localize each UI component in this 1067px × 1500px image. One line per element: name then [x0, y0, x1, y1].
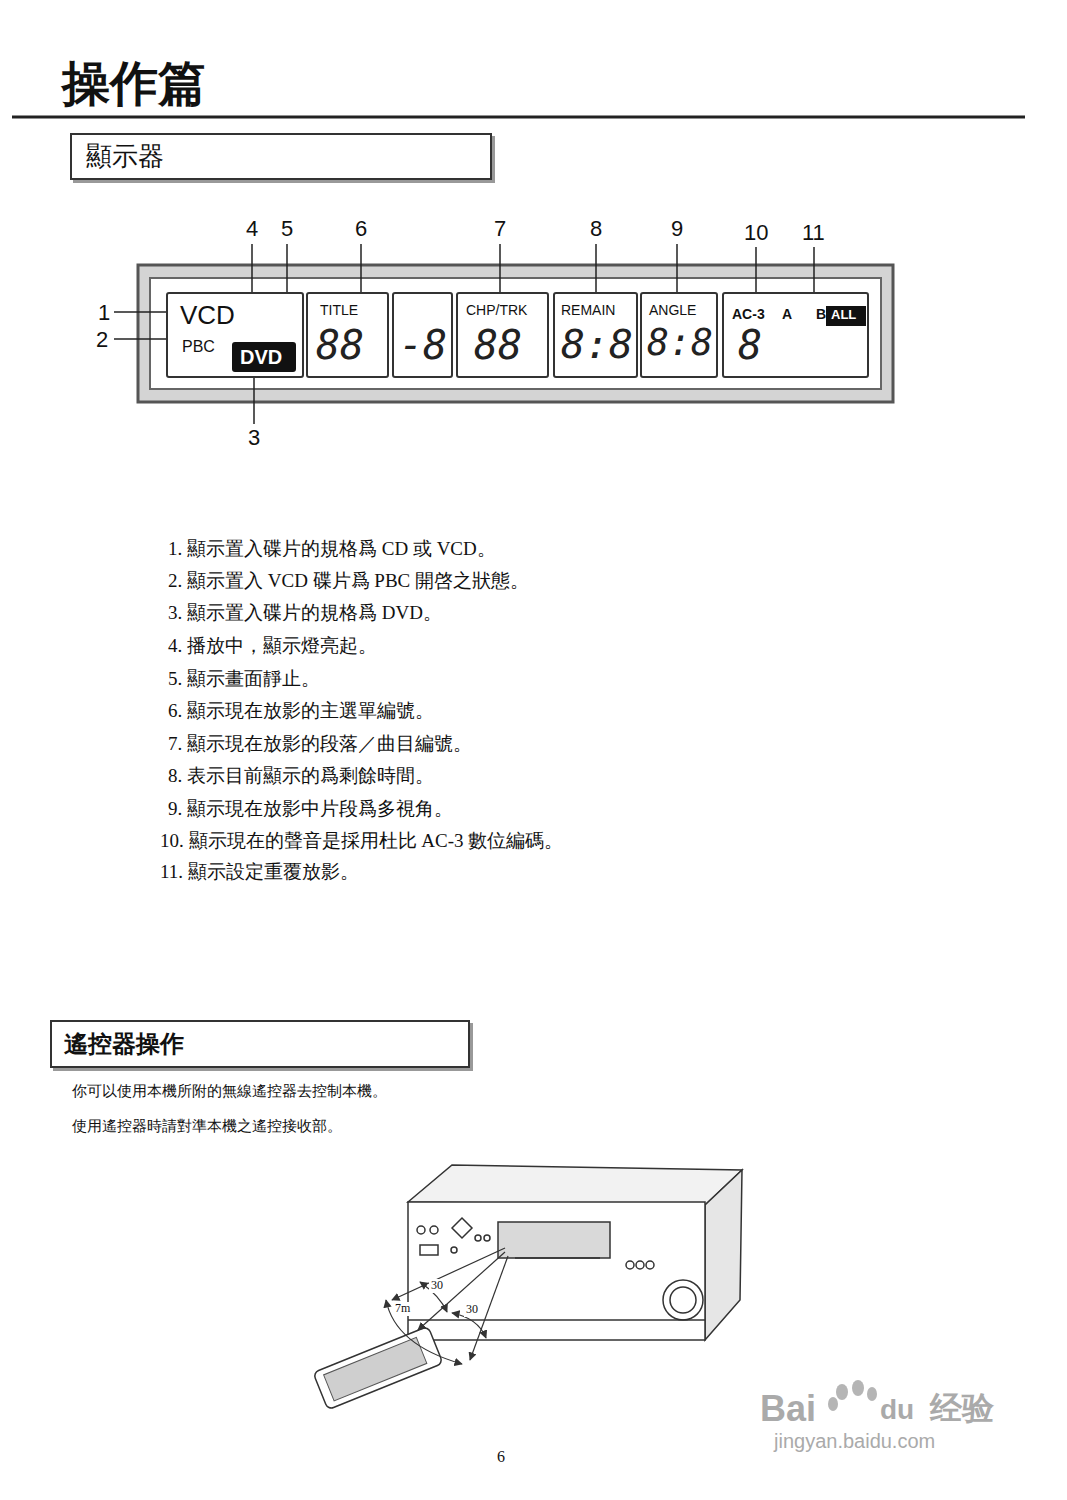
list-item: 4. 播放中，顯示燈亮起。: [168, 635, 377, 657]
list-item: 5. 顯示畫面靜止。: [168, 668, 320, 690]
display-segment-box: ANGLE 8:8: [640, 292, 718, 378]
list-item: 11. 顯示設定重覆放影。: [160, 861, 359, 883]
repeat-a-label: A: [782, 306, 792, 322]
callout-number: 11: [802, 220, 825, 245]
display-segment-box: REMAIN 8:8: [553, 292, 638, 378]
watermark-paw: [828, 1380, 877, 1411]
display-segment-box: ALL: [826, 306, 866, 326]
disc-type-label: VCD: [180, 301, 235, 331]
segment-digits: 88: [474, 322, 522, 368]
dvd-label: DVD: [240, 346, 282, 369]
watermark-text: 经验: [930, 1390, 994, 1427]
segment-digits: 88: [316, 322, 364, 368]
field-label: CHP/TRK: [466, 302, 527, 318]
callout-number: 1: [98, 300, 110, 325]
leader-lines: [114, 244, 814, 424]
list-item: 9. 顯示現在放影中片段爲多視角。: [168, 798, 453, 820]
section-heading: 遙控器操作: [64, 1030, 184, 1058]
repeat-b-label: B: [816, 306, 826, 322]
watermark-url: jingyan.baidu.com: [774, 1430, 935, 1453]
list-item: 8. 表示目前顯示的爲剩餘時間。: [168, 765, 434, 787]
repeat-all-label: ALL: [831, 308, 856, 323]
callout-number: 2: [96, 327, 108, 352]
watermark-text: Bai: [760, 1388, 816, 1429]
segment-digits: 8: [738, 322, 762, 368]
callout-number: 8: [590, 216, 602, 241]
list-item: 10. 顯示現在的聲音是採用杜比 AC-3 數位編碼。: [160, 830, 563, 852]
page-number: 6: [497, 1448, 505, 1466]
callout-number: 5: [281, 216, 293, 241]
display-segment-box: VCD PBC DVD: [166, 292, 304, 378]
callout-number: 3: [248, 425, 260, 450]
field-label: ANGLE: [649, 302, 696, 318]
page-title: 操作篇: [62, 56, 206, 111]
field-label: TITLE: [320, 302, 358, 318]
callout-number: 6: [355, 216, 367, 241]
remote-control-illustration: [313, 1326, 443, 1410]
callout-number: 10: [744, 220, 768, 245]
dvd-player-illustration: [408, 1165, 742, 1340]
list-item: 2. 顯示置入 VCD 碟片爲 PBC 開啓之狀態。: [168, 570, 529, 592]
angle-label: 30: [429, 1279, 445, 1293]
list-item: 1. 顯示置入碟片的規格爲 CD 或 VCD。: [168, 538, 496, 560]
list-item: 7. 顯示現在放影的段落／曲目編號。: [168, 733, 472, 755]
body-text: 使用遙控器時請對準本機之遙控接收部。: [72, 1117, 342, 1134]
display-segment-box: DVD: [232, 342, 296, 372]
list-item: 3. 顯示置入碟片的規格爲 DVD。: [168, 602, 442, 624]
body-text: 你可以使用本機所附的無線遙控器去控制本機。: [72, 1082, 387, 1099]
signal-range-arrows: [386, 1248, 508, 1364]
title-rule: [12, 116, 1025, 119]
list-item: 6. 顯示現在放影的主選單編號。: [168, 700, 434, 722]
angle-label: 30: [464, 1303, 480, 1317]
pbc-label: PBC: [182, 338, 215, 356]
watermark-text: du: [880, 1394, 914, 1426]
display-segment-box: TITLE 88: [306, 292, 389, 378]
callout-number: 9: [671, 216, 683, 241]
display-segment-box: AC-3 A B 8 ALL: [722, 292, 869, 378]
display-segment-box: CHP/TRK 88: [456, 292, 549, 378]
distance-label: 7m: [393, 1302, 412, 1316]
ac3-label: AC-3: [732, 306, 765, 322]
section-heading: 顯示器: [86, 142, 164, 172]
display-segment-box: -8: [392, 292, 453, 378]
callout-number: 4: [246, 216, 258, 241]
section-box: 遙控器操作: [50, 1020, 470, 1068]
callout-number: 7: [494, 216, 506, 241]
section-box: 顯示器: [70, 133, 492, 180]
field-label: REMAIN: [561, 302, 615, 318]
segment-digits: 8:8: [561, 322, 633, 368]
segment-digits: -8: [399, 322, 447, 368]
segment-digits: 8:8: [647, 322, 713, 364]
